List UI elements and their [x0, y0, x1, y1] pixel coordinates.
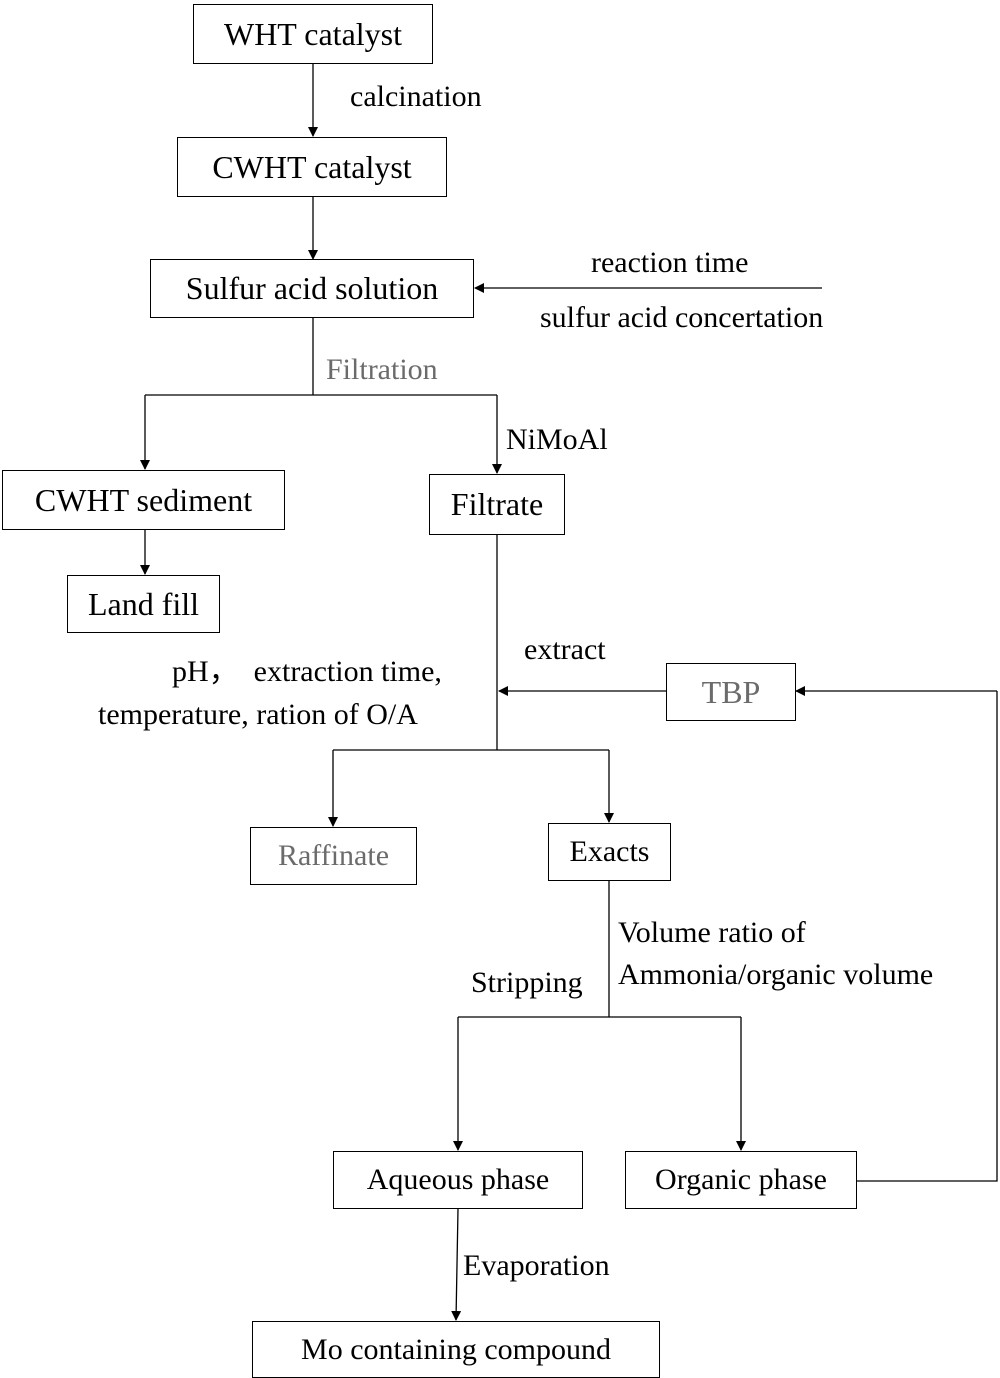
node-cwht-catalyst: CWHT catalyst: [177, 137, 447, 197]
line-recycle-loop: [857, 691, 998, 1182]
node-filtrate: Filtrate: [429, 474, 565, 535]
node-aqueous-phase: Aqueous phase: [333, 1151, 583, 1209]
label-conditions-line1: pH， extraction time,: [172, 655, 442, 688]
node-exacts: Exacts: [548, 823, 671, 881]
label-sulfur-acid-concentration: sulfur acid concertation: [540, 301, 824, 334]
node-land-fill: Land fill: [67, 575, 220, 633]
node-tbp: TBP: [666, 663, 796, 721]
node-raffinate: Raffinate: [250, 827, 417, 885]
label-volume-ratio-line1: Volume ratio of: [618, 916, 806, 949]
label-volume-ratio-line2: Ammonia/organic volume: [618, 958, 934, 991]
node-sulfur-acid-solution: Sulfur acid solution: [150, 259, 474, 318]
node-wht-catalyst: WHT catalyst: [193, 4, 433, 64]
label-reaction-time: reaction time: [591, 246, 749, 279]
arrow-aqueous-to-mo: [451, 1208, 462, 1321]
label-extract: extract: [524, 633, 606, 666]
label-filtration: Filtration: [326, 353, 438, 386]
node-mo-containing-compound: Mo containing compound: [252, 1321, 660, 1378]
label-stripping: Stripping: [471, 966, 583, 999]
label-conditions-line2: temperature, ration of O/A: [98, 698, 418, 731]
label-evaporation: Evaporation: [463, 1249, 610, 1282]
label-calcination: calcination: [350, 80, 482, 113]
node-cwht-sediment: CWHT sediment: [2, 470, 285, 530]
label-nimoal: NiMoAl: [506, 423, 608, 456]
node-organic-phase: Organic phase: [625, 1151, 857, 1209]
